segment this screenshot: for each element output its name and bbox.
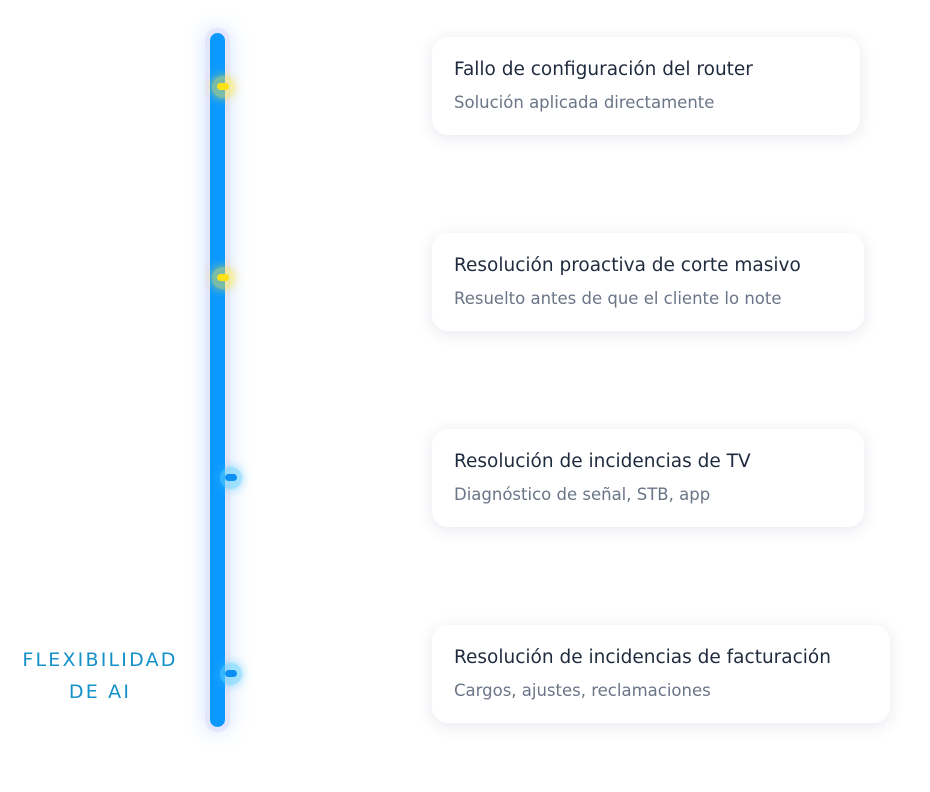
marker-pill (225, 670, 237, 677)
timeline-card-tv[interactable]: Resolución de incidencias de TV Diagnóst… (432, 429, 864, 527)
card-subtitle: Diagnóstico de señal, STB, app (454, 485, 711, 504)
marker-pill (225, 474, 237, 481)
card-title: Resolución de incidencias de facturación (454, 647, 831, 668)
marker-pill (217, 274, 229, 281)
timeline-card-router[interactable]: Fallo de configuración del router Soluci… (432, 37, 860, 135)
timeline-marker-3 (220, 467, 242, 489)
timeline-marker-1 (212, 76, 234, 98)
timeline-bar (210, 33, 225, 727)
card-title: Resolución proactiva de corte masivo (454, 255, 801, 276)
card-title: Resolución de incidencias de TV (454, 451, 751, 472)
timeline-card-outage[interactable]: Resolución proactiva de corte masivo Res… (432, 233, 864, 331)
card-subtitle: Solución aplicada directamente (454, 93, 715, 112)
card-title: Fallo de configuración del router (454, 59, 753, 80)
timeline-marker-4 (220, 663, 242, 685)
timeline-card-billing[interactable]: Resolución de incidencias de facturación… (432, 625, 890, 723)
flexibility-label-line2: DE AI (68, 681, 132, 703)
card-subtitle: Cargos, ajustes, reclamaciones (454, 681, 711, 700)
flexibility-label-line1: FLEXIBILIDAD (22, 649, 178, 671)
marker-pill (217, 83, 229, 90)
card-subtitle: Resuelto antes de que el cliente lo note (454, 289, 782, 308)
flexibility-label: FLEXIBILIDAD DE AI (20, 644, 180, 708)
timeline-marker-2 (212, 267, 234, 289)
